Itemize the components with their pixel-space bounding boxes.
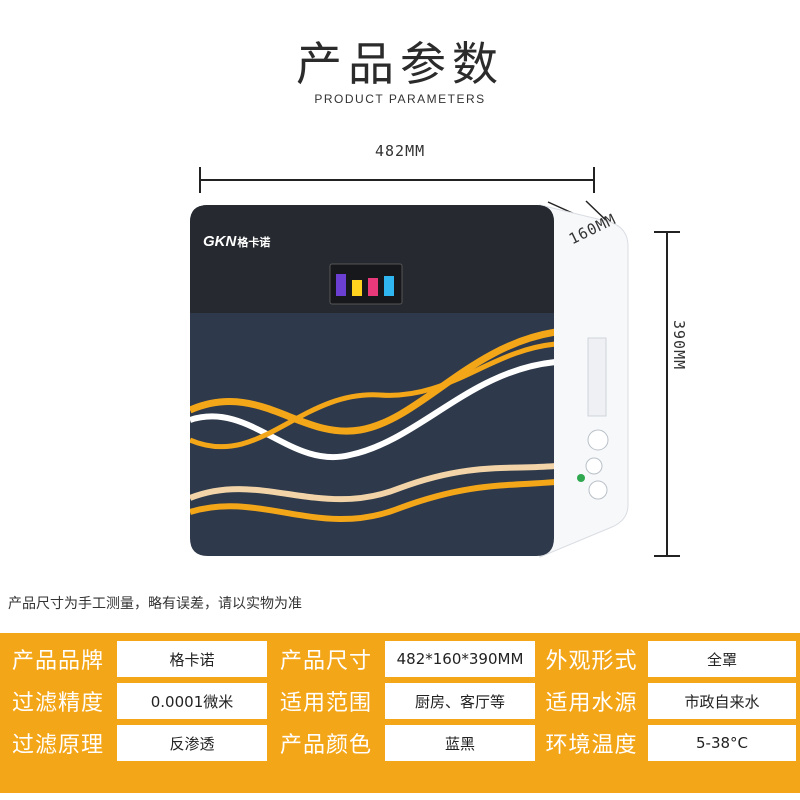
wave-stripe-cream bbox=[190, 463, 554, 503]
spec-label: 环境温度 bbox=[540, 725, 643, 761]
side-fittings bbox=[577, 429, 609, 500]
spec-value: 反渗透 bbox=[117, 725, 267, 761]
spec-label: 过滤精度 bbox=[4, 683, 112, 719]
spec-value: 蓝黑 bbox=[385, 725, 535, 761]
wave-stripe-orange-2 bbox=[190, 341, 554, 450]
wave-stripe-white bbox=[190, 359, 554, 460]
brand-logo-chinese: 格卡诺 bbox=[237, 237, 271, 249]
spec-label: 外观形式 bbox=[540, 641, 643, 677]
spec-label: 产品品牌 bbox=[4, 641, 112, 677]
width-dimension-label: 482MM bbox=[375, 142, 426, 160]
brand-logo: GKN格卡诺 bbox=[203, 233, 271, 250]
side-label-sticker bbox=[587, 337, 607, 417]
device-side-panel bbox=[539, 204, 629, 558]
spec-value: 0.0001微米 bbox=[117, 683, 267, 719]
wave-stripe-orange-1 bbox=[190, 328, 554, 435]
product-illustration bbox=[190, 167, 680, 558]
spec-label: 过滤原理 bbox=[4, 725, 112, 761]
spec-label: 适用范围 bbox=[272, 683, 380, 719]
wave-stripe-orange-3 bbox=[190, 479, 554, 523]
spec-value: 全罩 bbox=[648, 641, 796, 677]
page-title: 产品参数 bbox=[296, 37, 504, 91]
height-dimension-line bbox=[654, 231, 680, 557]
spec-value: 厨房、客厅等 bbox=[385, 683, 535, 719]
spec-label: 适用水源 bbox=[540, 683, 643, 719]
spec-value: 市政自来水 bbox=[648, 683, 796, 719]
measurement-note: 产品尺寸为手工测量，略有误差，请以实物为准 bbox=[8, 596, 302, 612]
spec-value: 482*160*390MM bbox=[385, 641, 535, 677]
spec-value: 5-38°C bbox=[648, 725, 796, 761]
spec-table: 产品品牌 格卡诺 产品尺寸 482*160*390MM 外观形式 全罩 过滤精度… bbox=[0, 633, 800, 793]
width-dimension-line bbox=[199, 167, 595, 193]
page-subtitle: PRODUCT PARAMETERS bbox=[314, 92, 486, 106]
height-dimension-label: 390MM bbox=[670, 320, 688, 371]
display-indicators bbox=[336, 274, 394, 296]
spec-value: 格卡诺 bbox=[117, 641, 267, 677]
spec-label: 产品颜色 bbox=[272, 725, 380, 761]
spec-label: 产品尺寸 bbox=[272, 641, 380, 677]
